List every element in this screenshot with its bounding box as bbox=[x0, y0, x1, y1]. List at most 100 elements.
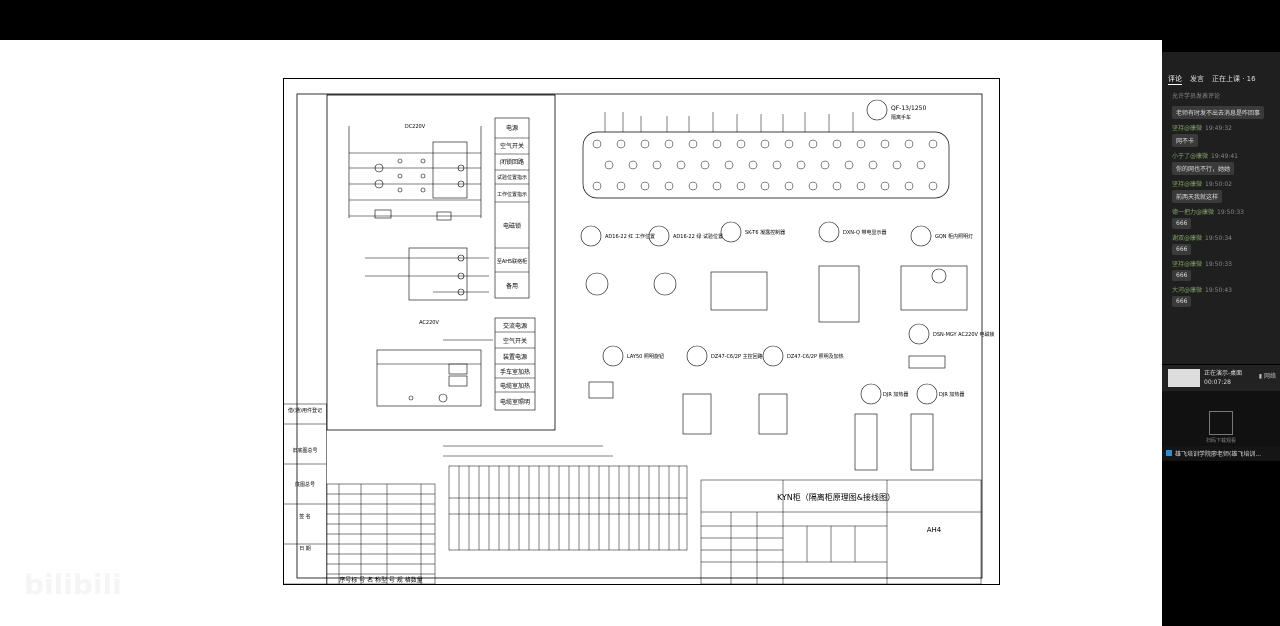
chat-user: 德一把力@康微 bbox=[1172, 209, 1215, 216]
left-stamp bbox=[283, 403, 327, 585]
chat-time: 19:50:33 bbox=[1217, 209, 1244, 216]
left-panel-box bbox=[326, 94, 556, 431]
chat-message-text: 666 bbox=[1172, 244, 1192, 255]
chat-time: 19:49:41 bbox=[1211, 153, 1238, 160]
ac220-label: AC220V bbox=[419, 320, 439, 326]
qf-connector: QF-13/1250 隔离手车 bbox=[582, 99, 950, 199]
chat-message-text: 666 bbox=[1172, 218, 1192, 229]
stamp-3: 签 名 bbox=[299, 513, 311, 520]
chat-time: 19:50:43 bbox=[1205, 287, 1232, 294]
qf-type-label: QF-13/1250 bbox=[891, 105, 926, 112]
fb-top-4: 工作位置指示 bbox=[497, 191, 527, 198]
tab-in-class[interactable]: 正在上课 · 16 bbox=[1212, 75, 1256, 83]
device-2-label: AD16-22 红 工作位置 bbox=[605, 233, 655, 240]
schematic-svg: 电源 空气开关 闭锁回路 试验位置指示 工作位置指示 电磁锁 至AH5联络柜 备… bbox=[283, 78, 1000, 585]
channel-name: 雄飞培训学院廖老师(雄飞培训... bbox=[1175, 450, 1262, 458]
electrical-schematic: 电源 空气开关 闭锁回路 试验位置指示 工作位置指示 电磁锁 至AH5联络柜 备… bbox=[283, 78, 1000, 586]
network-label: 网络 bbox=[1263, 373, 1276, 380]
chat-message: 老师有时发不出去消息是咋回事 bbox=[1162, 102, 1280, 121]
chat-time: 19:50:02 bbox=[1205, 181, 1232, 188]
dc220-circuit bbox=[348, 126, 482, 221]
device-3-label: AD16-22 绿 试验位置 bbox=[673, 233, 723, 240]
function-block-column-top: 电源 空气开关 闭锁回路 试验位置指示 工作位置指示 电磁锁 至AH5联络柜 备… bbox=[494, 117, 530, 299]
desktop-thumbnail bbox=[1168, 369, 1200, 387]
function-block-column-bottom: 交流电源 空气开关 装置电源 手车室加热 电缆室加热 电缆室照明 bbox=[494, 317, 536, 411]
chat-message-text: 老师有时发不出去消息是咋回事 bbox=[1172, 106, 1265, 119]
chat-time: 19:49:32 bbox=[1205, 125, 1232, 132]
chat-user: 大河@康微 bbox=[1172, 287, 1203, 294]
presenting-duration: 00:07:28 bbox=[1204, 379, 1231, 386]
tab-comments[interactable]: 评论 bbox=[1168, 75, 1182, 85]
stamp-2: 底图总号 bbox=[295, 481, 315, 488]
presenting-status-bar: 正在演示-桌面 00:07:28 ▮ 网络 bbox=[1162, 365, 1280, 391]
chat-time: 19:50:33 bbox=[1205, 261, 1232, 268]
fb-top-6: 至AH5联络柜 bbox=[497, 258, 527, 265]
device-6-label: DXN-Q 带电显示器 bbox=[843, 229, 887, 236]
device-2zk-label: DZ47-C6/2P 照明及加热 bbox=[787, 353, 844, 360]
bilibili-watermark: bilibili bbox=[24, 568, 122, 601]
tab-speak[interactable]: 发言 bbox=[1190, 75, 1204, 83]
channel-footer[interactable]: 雄飞培训学院廖老师(雄飞培训... bbox=[1162, 446, 1280, 460]
chat-user: 坚持@康微 bbox=[1172, 125, 1203, 132]
fb-bottom-2: 装置电源 bbox=[503, 353, 527, 361]
chat-message-text: 你的网也不行，她她 bbox=[1172, 162, 1235, 175]
outer-frame bbox=[283, 78, 1000, 585]
chat-message-text: 网不卡 bbox=[1172, 134, 1199, 147]
chat-user: 谢双@康微 bbox=[1172, 235, 1203, 242]
chat-user: 坚持@康微 bbox=[1172, 181, 1203, 188]
channel-icon bbox=[1166, 450, 1172, 456]
signal-icon: ▮ bbox=[1258, 373, 1263, 380]
device-callout-texts: AD16-22 红 工作位置 AD16-22 绿 试验位置 SK-T6 凝露控制… bbox=[605, 229, 995, 398]
allow-comments-hint[interactable]: 允许学员发表评论 bbox=[1172, 93, 1221, 100]
presenting-status: 正在演示-桌面 bbox=[1204, 370, 1243, 377]
chat-message-text: 前两天我就这样 bbox=[1172, 190, 1223, 203]
bom-table bbox=[326, 483, 436, 585]
ac220-circuit bbox=[376, 339, 493, 407]
title-block bbox=[700, 479, 982, 585]
device-callouts bbox=[580, 221, 968, 471]
ah5-tie-circuit bbox=[365, 247, 489, 301]
fb-top-7: 备用 bbox=[506, 282, 518, 290]
presenter-video-panel[interactable]: 正在演示-桌面 00:07:28 ▮ 网络 扫码下载观看 bbox=[1162, 365, 1280, 461]
qr-code-icon[interactable] bbox=[1209, 411, 1233, 435]
scan-hint: 扫码下载观看 bbox=[1205, 438, 1236, 444]
fb-bottom-4: 电缆室加热 bbox=[500, 382, 530, 390]
chat-message-text: 666 bbox=[1172, 296, 1192, 307]
network-indicator: ▮ 网络 bbox=[1259, 371, 1276, 380]
drawing-number: AH4 bbox=[927, 526, 942, 534]
stamp-1: 旧底图总号 bbox=[292, 447, 317, 454]
fb-top-2: 闭锁回路 bbox=[500, 158, 524, 166]
device-jr1-label: DJR 加热器 bbox=[883, 391, 908, 398]
terminal-strip bbox=[443, 445, 688, 551]
fb-top-0: 电源 bbox=[506, 124, 518, 132]
stamp-4: 日 期 bbox=[299, 546, 311, 552]
stamp-0: 借(通)用件登记 bbox=[288, 407, 322, 414]
live-class-side-panel: 评论 发言 正在上课 · 16 允许学员发表评论 老师有时发不出去消息是咋回事 … bbox=[1162, 52, 1280, 364]
fb-bottom-5: 电缆室照明 bbox=[500, 398, 530, 406]
dc220-label: DC220V bbox=[405, 124, 426, 130]
qf-sub-label: 隔离手车 bbox=[891, 114, 911, 121]
fb-bottom-3: 手车室加热 bbox=[500, 368, 530, 376]
device-4-label: SK-T6 凝露控制器 bbox=[745, 229, 785, 236]
chat-time: 19:50:34 bbox=[1205, 235, 1232, 242]
chat-user: 坚持@康微 bbox=[1172, 261, 1203, 268]
inner-frame bbox=[296, 93, 983, 579]
side-tabs: 评论 发言 正在上课 · 16 bbox=[1162, 52, 1280, 89]
device-1zk-label: DZ47-C6/2P 主控回路 bbox=[711, 353, 763, 360]
fb-bottom-1: 空气开关 bbox=[503, 337, 527, 345]
chat-user: 小于了@康微 bbox=[1172, 153, 1209, 160]
fb-top-1: 空气开关 bbox=[500, 142, 524, 150]
fb-top-5: 电磁锁 bbox=[503, 222, 521, 230]
device-jr2-label: DJR 加热器 bbox=[939, 391, 964, 398]
device-mk-label: LAY50 照明旋钮 bbox=[627, 353, 664, 360]
drawing-title: KYN柜（隔离柜原理图&接线图） bbox=[777, 492, 895, 502]
fb-bottom-0: 交流电源 bbox=[503, 322, 527, 330]
